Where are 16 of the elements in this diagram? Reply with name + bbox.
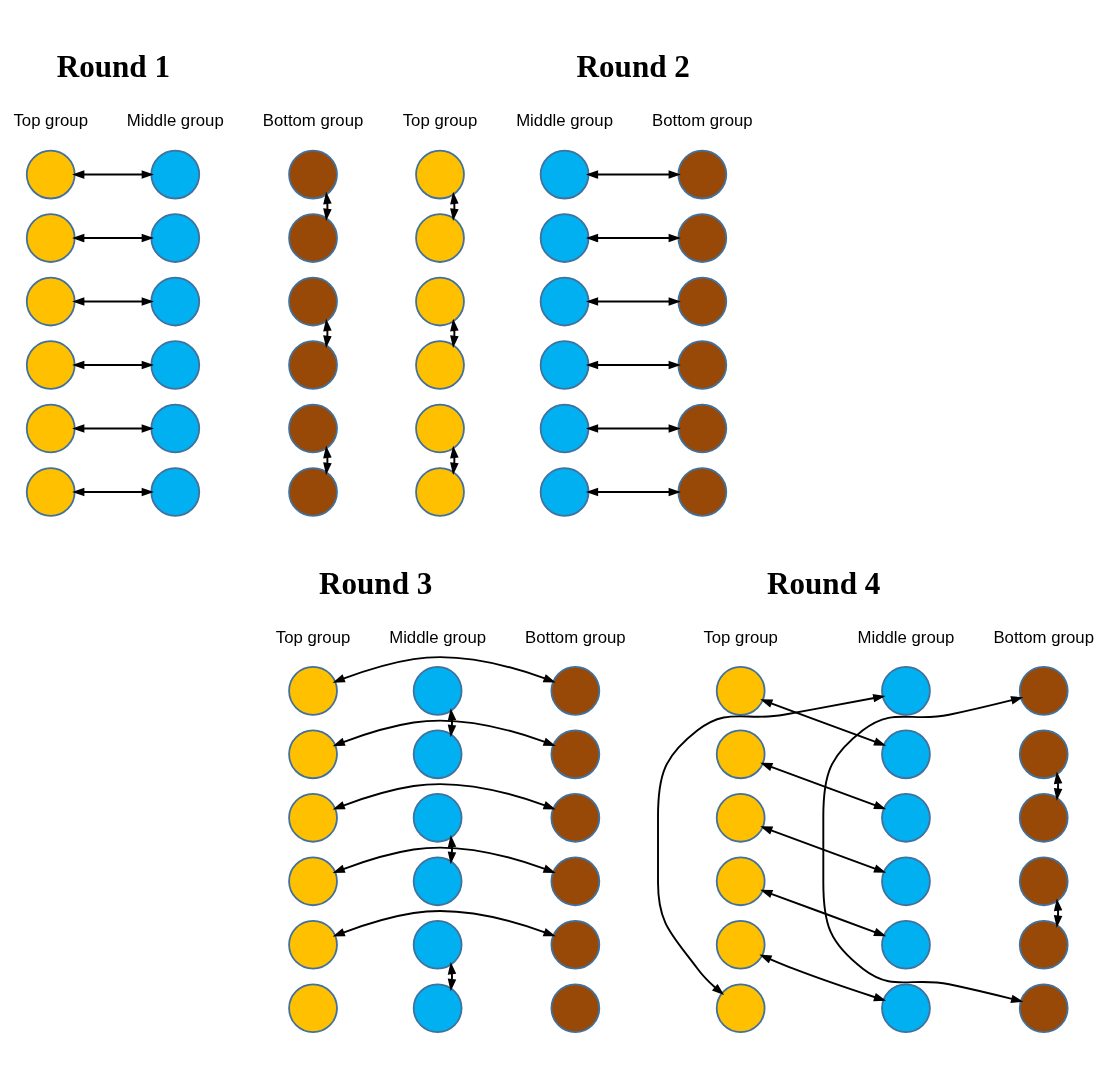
label: Top group (703, 627, 778, 647)
label: Round 2 (576, 48, 690, 84)
label: Top group (275, 627, 351, 647)
label: Middle group (516, 110, 613, 130)
label: Bottom group (652, 110, 753, 130)
label: Bottom group (993, 627, 1094, 647)
label: Middle group (126, 110, 224, 130)
label: Round 3 (319, 565, 433, 601)
label: Bottom group (525, 627, 626, 647)
label: Middle group (857, 627, 955, 647)
label: Top group (13, 110, 88, 130)
label: Round 1 (56, 48, 171, 84)
label: Round 4 (767, 565, 881, 601)
label: Bottom group (262, 110, 364, 130)
label: Top group (402, 110, 478, 130)
label: Middle group (389, 627, 487, 647)
